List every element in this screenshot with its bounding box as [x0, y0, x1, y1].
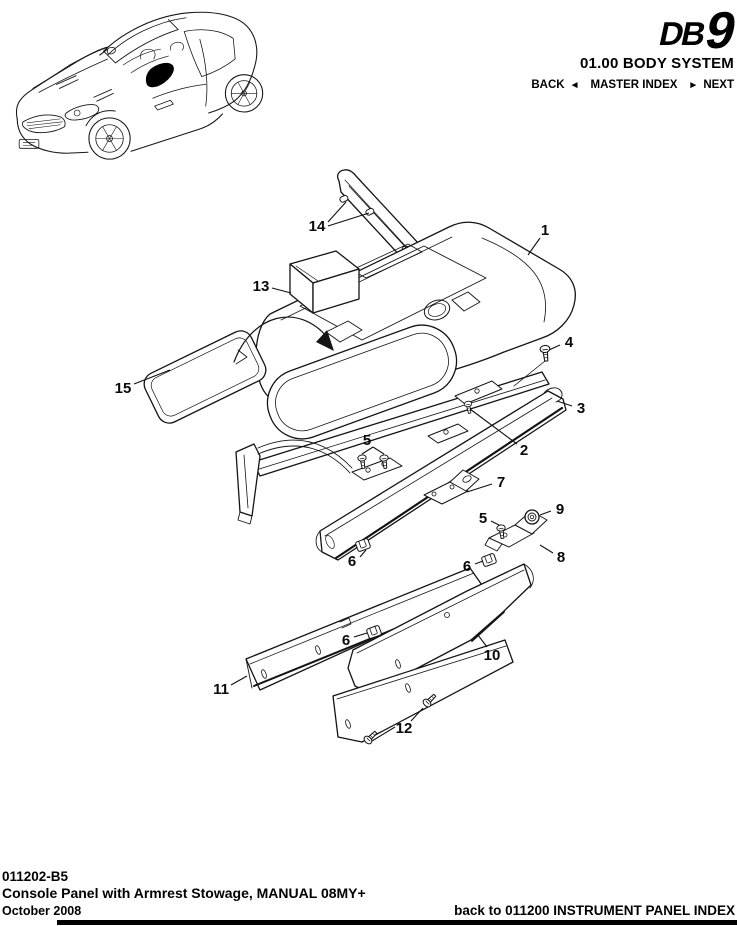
bracket-7-part [423, 469, 480, 505]
callout-leader [327, 212, 370, 227]
callout-leader [527, 237, 541, 256]
frame-part [235, 360, 550, 525]
body-system-title: 01.00 BODY SYSTEM [579, 55, 734, 72]
doc-date: October 2008 [2, 904, 82, 918]
callout-leader [474, 560, 484, 565]
callout-leader [271, 287, 292, 294]
callout-leader [539, 544, 554, 554]
footer-bar [57, 920, 737, 925]
callout-number: 13 [253, 278, 270, 295]
callout-number: 10 [484, 647, 501, 664]
next-arrow-icon: ► [688, 79, 699, 91]
panel-10-part [347, 563, 534, 694]
callout-leader [469, 408, 518, 445]
grommet-9-part [524, 509, 540, 525]
doc-title: Console Panel with Armrest Stowage, MANU… [2, 885, 366, 901]
callout-leader [372, 446, 385, 455]
callout-number: 5 [363, 432, 371, 449]
nav-master-index-label: MASTER INDEX [590, 79, 678, 91]
mat-part [143, 330, 267, 424]
callout-number: 14 [309, 218, 326, 235]
brand-block: DB 9 01.00 BODY SYSTEM BACK ◄ MASTER IND… [531, 2, 737, 91]
stowage-box-part [289, 250, 360, 314]
callout-number: 3 [577, 400, 585, 417]
bottom-plate-part [332, 639, 514, 743]
callout-number: 12 [396, 720, 413, 737]
back-arrow-icon: ◄ [569, 79, 580, 91]
back-to-index-link[interactable]: back to 011200 INSTRUMENT PANEL INDEX [454, 903, 735, 918]
doc-number: 011202-B5 [2, 869, 69, 884]
console-highlight [145, 62, 174, 88]
nav-back-label: BACK [531, 79, 565, 91]
callout-leader [361, 446, 374, 455]
callout-leader [556, 400, 573, 407]
callout-number: 6 [342, 632, 350, 649]
callout-leader [359, 549, 367, 558]
callout-leader [490, 520, 500, 526]
nav-back[interactable]: BACK ◄ [531, 79, 579, 91]
callout-leader [133, 369, 171, 385]
callout-leader [466, 483, 493, 493]
callout-number: 6 [463, 558, 471, 575]
callout-leader [548, 344, 561, 351]
callout-number: 8 [557, 549, 565, 566]
callout-number: 7 [497, 474, 505, 491]
callout-leader [353, 632, 368, 638]
nav-master-index[interactable]: MASTER INDEX [591, 79, 678, 91]
callout-leader [539, 510, 552, 516]
motion-arrow [233, 316, 334, 363]
callout-leader [371, 726, 396, 742]
car-inset [4, 4, 272, 166]
callout-number: 11 [213, 681, 229, 698]
callout-number: 6 [348, 553, 356, 570]
armrest-pad-part [266, 324, 458, 440]
callout-leader [230, 675, 248, 686]
nav-next-label: NEXT [703, 79, 734, 91]
callout-layer: 14 1 13 4 15 3 2 5 7 9 5 8 6 6 6 10 11 12 [115, 201, 585, 742]
callout-leader [410, 707, 424, 722]
callout-number: 1 [541, 222, 549, 239]
callout-leader [477, 634, 488, 648]
nav-bar: BACK ◄ MASTER INDEX ► NEXT [531, 79, 734, 91]
callout-leader [327, 201, 347, 223]
callout-number: 9 [556, 501, 564, 518]
callout-number: 5 [479, 510, 487, 527]
callout-number: 2 [520, 442, 528, 459]
callout-number: 4 [565, 334, 574, 351]
car-line-art [15, 11, 264, 160]
nav-next[interactable]: ► NEXT [688, 79, 734, 91]
callout-number: 15 [115, 380, 132, 397]
